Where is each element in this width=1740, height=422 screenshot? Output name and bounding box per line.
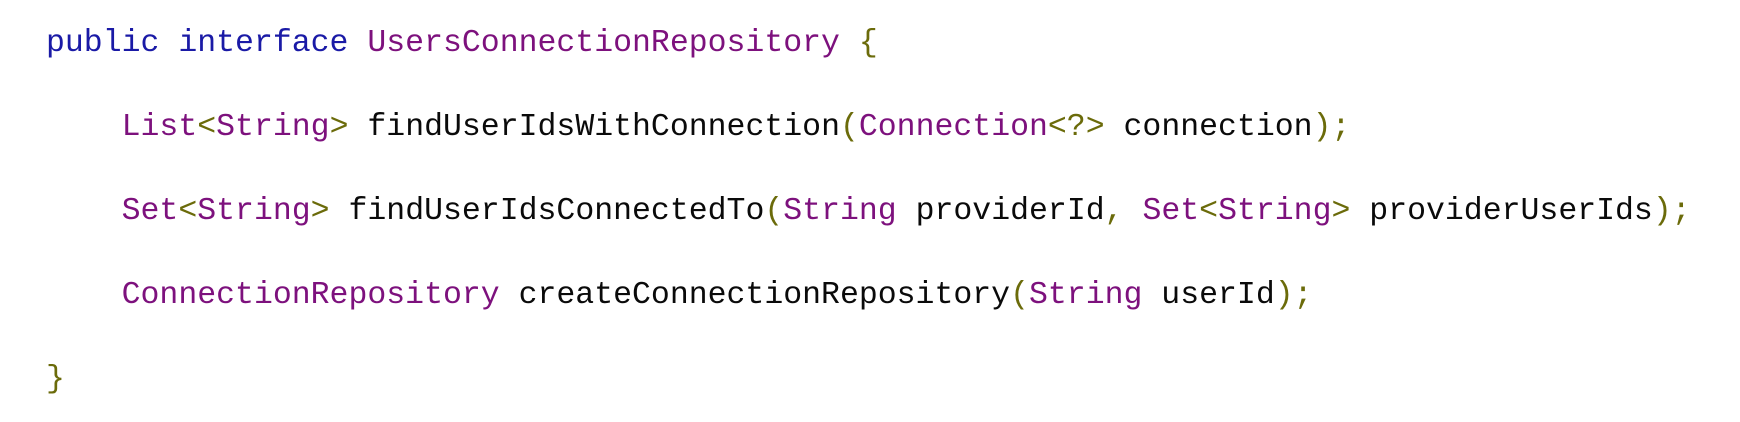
code-token-punctuation: ( xyxy=(839,110,859,145)
code-token-punctuation: ); xyxy=(1274,278,1313,313)
code-token-keyword: interface xyxy=(178,26,349,61)
code-token-plain xyxy=(159,26,178,61)
code-token-punctuation: } xyxy=(46,362,65,397)
code-token-type: List xyxy=(121,110,198,145)
code-token-punctuation: { xyxy=(858,26,878,61)
code-token-plain: findUserIdsWithConnection xyxy=(367,110,840,145)
code-token-punctuation: ( xyxy=(1010,278,1029,313)
code-line: } xyxy=(46,338,1740,422)
code-token-plain xyxy=(348,26,367,61)
code-token-type: Set xyxy=(121,194,179,229)
code-token-punctuation: ( xyxy=(764,194,784,229)
code-token-keyword: public xyxy=(46,26,160,61)
code-token-punctuation: < xyxy=(1199,194,1219,229)
code-token-punctuation: ); xyxy=(1312,110,1351,145)
code-token-type: UsersConnectionRepository xyxy=(367,26,840,61)
code-token-type: String xyxy=(1218,194,1332,229)
code-token-plain: providerId xyxy=(896,194,1105,229)
code-token-type: String xyxy=(1028,278,1143,313)
code-line: ConnectionRepository createConnectionRep… xyxy=(46,254,1740,338)
code-line: Set<String> findUserIdsConnectedTo(Strin… xyxy=(46,170,1740,254)
code-token-type: Connection xyxy=(858,110,1048,145)
code-token-type: ConnectionRepository xyxy=(121,278,500,313)
code-token-type: Set xyxy=(1142,194,1200,229)
code-token-plain xyxy=(348,110,367,145)
code-token-plain xyxy=(840,26,859,61)
code-token-type: String xyxy=(783,194,897,229)
code-token-plain xyxy=(330,194,349,229)
code-token-punctuation: , xyxy=(1104,194,1124,229)
code-token-punctuation: > xyxy=(329,110,349,145)
code-token-plain xyxy=(1124,194,1143,229)
code-token-plain: providerUserIds xyxy=(1350,194,1653,229)
code-line: List<String> findUserIdsWithConnection(C… xyxy=(46,86,1740,170)
java-code-block: public interface UsersConnectionReposito… xyxy=(46,2,1740,422)
code-token-plain xyxy=(500,278,519,313)
code-token-punctuation: <?> xyxy=(1047,110,1105,145)
code-token-plain: createConnectionRepository xyxy=(518,278,1011,313)
code-token-punctuation: < xyxy=(178,194,198,229)
code-token-punctuation: < xyxy=(197,110,217,145)
code-token-punctuation: > xyxy=(310,194,330,229)
code-token-plain: connection xyxy=(1104,110,1313,145)
code-line: public interface UsersConnectionReposito… xyxy=(46,2,1740,86)
code-token-punctuation: ); xyxy=(1652,194,1691,229)
code-token-type: String xyxy=(216,110,330,145)
code-token-type: String xyxy=(197,194,311,229)
code-token-punctuation: > xyxy=(1331,194,1351,229)
code-token-plain: findUserIdsConnectedTo xyxy=(348,194,765,229)
code-token-plain: userId xyxy=(1142,278,1275,313)
